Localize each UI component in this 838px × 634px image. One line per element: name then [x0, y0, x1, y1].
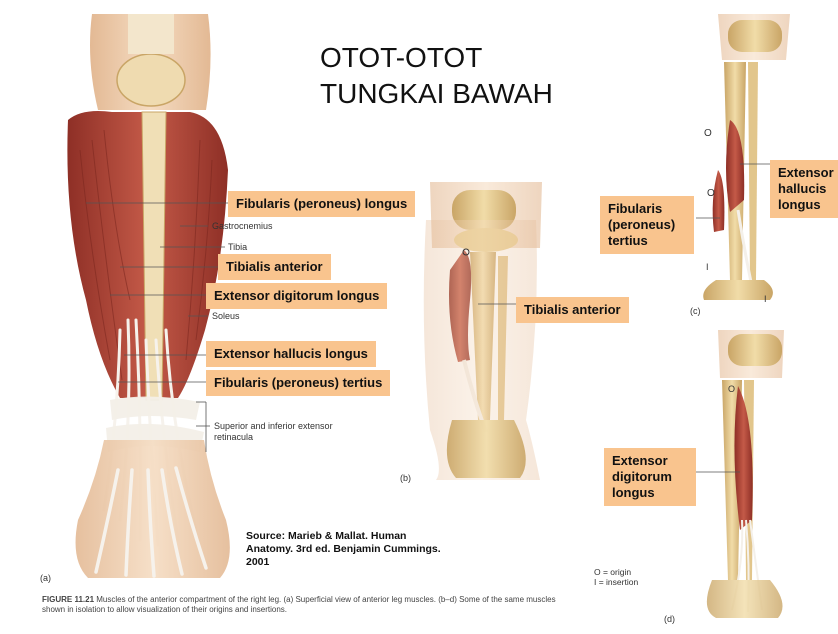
label-tibialis-anterior-b: Tibialis anterior [516, 297, 629, 323]
panel-letter-c: (c) [690, 306, 701, 316]
label-tibialis-anterior-a: Tibialis anterior [218, 254, 331, 280]
svg-text:O: O [707, 188, 715, 199]
figure-caption-text: Muscles of the anterior compartment of t… [42, 595, 556, 614]
figure-label-gastrocnemius: Gastrocnemius [212, 221, 273, 231]
panel-letter-d: (d) [664, 614, 675, 624]
slide-title: OTOT-OTOT TUNGKAI BAWAH [320, 40, 553, 112]
label-fibularis-tertius-c: Fibularis (peroneus) tertius [600, 196, 694, 254]
svg-text:I: I [764, 294, 767, 304]
figure-caption-id: FIGURE 11.21 [42, 595, 94, 604]
panel-letter-b: (b) [400, 473, 411, 483]
label-extensor-hallucis-c: Extensor hallucis longus [770, 160, 838, 218]
label-extensor-hallucis-a: Extensor hallucis longus [206, 341, 376, 367]
source-citation: Source: Marieb & Mallat. Human Anatomy. … [246, 530, 446, 569]
panel-b-leg [424, 182, 542, 480]
svg-text:O: O [728, 384, 735, 394]
label-extensor-digitorum-a: Extensor digitorum longus [206, 283, 387, 309]
figure-label-tibia: Tibia [228, 242, 247, 252]
legend-insertion: I = insertion [594, 577, 638, 587]
legend-origin: O = origin [594, 567, 638, 577]
panel-c-leg: O O I I [696, 14, 790, 304]
svg-text:O: O [704, 128, 712, 139]
figure-caption: FIGURE 11.21 Muscles of the anterior com… [42, 595, 562, 615]
svg-text:I: I [706, 262, 709, 272]
panel-d-leg: O [696, 330, 784, 618]
label-fibularis-longus: Fibularis (peroneus) longus [228, 191, 415, 217]
label-extensor-digitorum-d: Extensor digitorum longus [604, 448, 696, 506]
figure-label-soleus: Soleus [212, 311, 240, 321]
slide-title-line-2: TUNGKAI BAWAH [320, 76, 553, 112]
label-fibularis-tertius-a: Fibularis (peroneus) tertius [206, 370, 390, 396]
origin-insertion-legend: O = origin I = insertion [594, 567, 638, 587]
figure-label-retinacula: Superior and inferior extensor retinacul… [214, 421, 334, 443]
slide-title-line-1: OTOT-OTOT [320, 40, 553, 76]
panel-letter-a: (a) [40, 573, 51, 583]
